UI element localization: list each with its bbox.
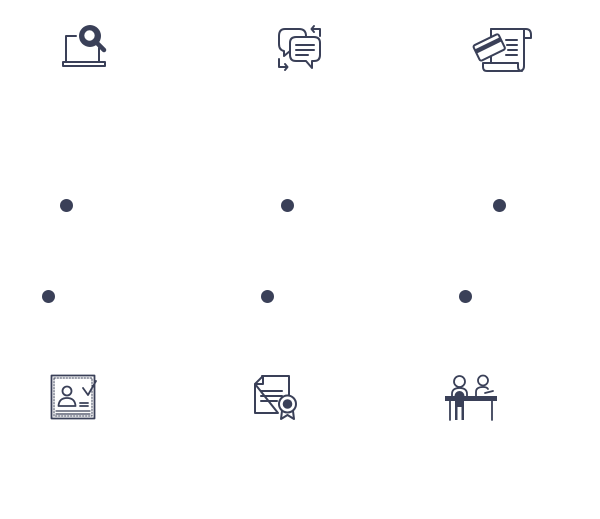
marker-dot — [459, 290, 472, 303]
payment-receipt-icon — [472, 26, 534, 74]
marker-dot — [42, 290, 55, 303]
verified-profile-icon — [50, 374, 98, 422]
marker-dot — [60, 199, 73, 212]
marker-dot — [281, 199, 294, 212]
chat-exchange-icon — [276, 24, 326, 72]
marker-dot — [493, 199, 506, 212]
interview-desk-icon — [444, 372, 498, 422]
certified-document-icon — [252, 374, 300, 422]
marker-dot — [261, 290, 274, 303]
laptop-search-icon — [60, 22, 108, 68]
